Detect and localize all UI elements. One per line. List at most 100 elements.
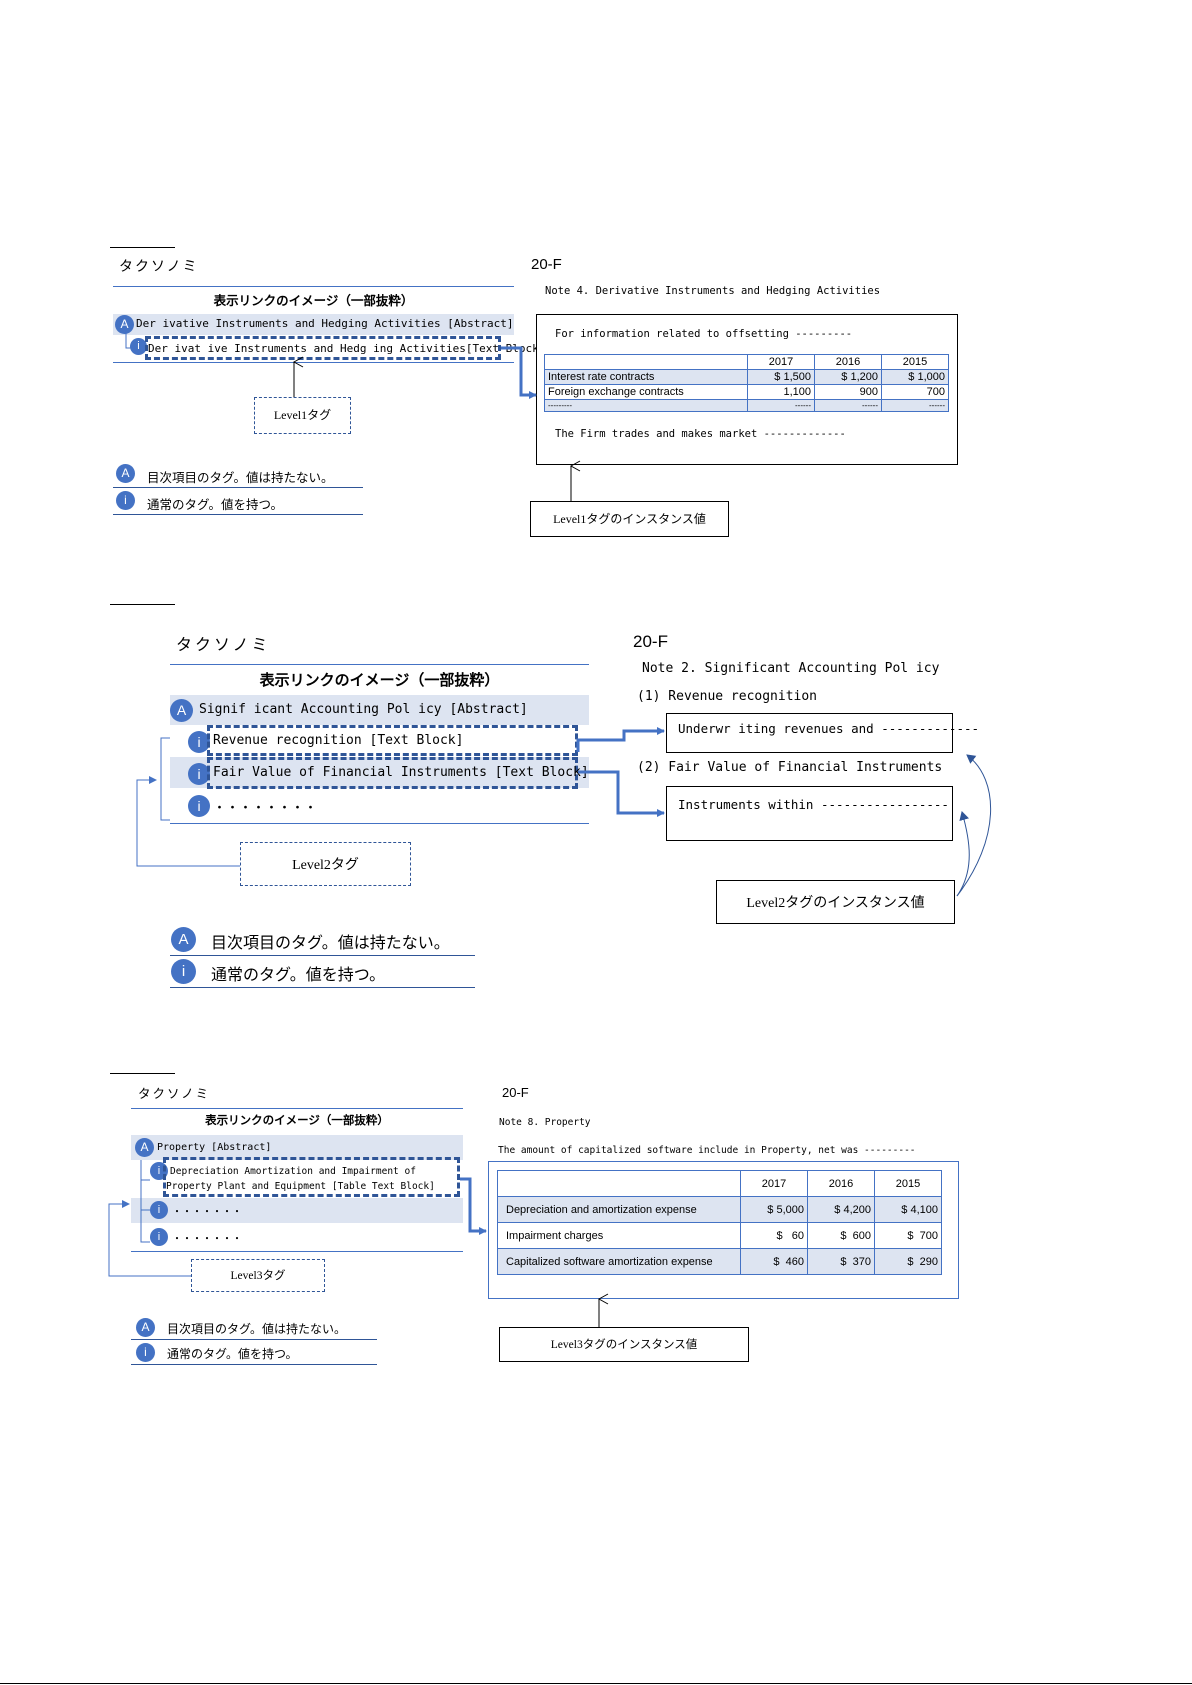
s1-row3-2015: ------	[881, 399, 949, 412]
s2-instance-arrows	[956, 754, 991, 897]
s2-level-tag: Level2タグ	[292, 858, 359, 873]
s1-legend-line-2	[113, 514, 363, 515]
s1-taxonomy-label: タクソノミ	[119, 259, 199, 275]
s3-legend-line-1	[131, 1339, 377, 1340]
s3-instance-label: Level3タグのインスタンス値	[550, 1339, 698, 1351]
s2-legend-abstract-icon: A	[171, 927, 196, 952]
s3-row2-label: Impairment charges	[497, 1222, 741, 1249]
s3-bottom-line	[131, 1251, 463, 1252]
s1-abstract-row	[113, 314, 514, 335]
s3-row1-2015: $ 4,100	[874, 1196, 942, 1223]
s1-bottom-line	[113, 362, 514, 363]
s2-link-arrow-1	[576, 727, 665, 752]
s3-level-tag: Level3タグ	[230, 1270, 286, 1282]
s3-row2-2016: $ 600	[807, 1222, 875, 1249]
s2-top-line	[170, 664, 589, 665]
s2-legend-line-2	[170, 987, 475, 988]
s3-row1-2016: $ 4,200	[807, 1196, 875, 1223]
s3-item2: ・・・・・・・	[172, 1207, 242, 1218]
s1-th-2015: 2015	[881, 354, 949, 370]
s1-doc-label: 20-F	[531, 256, 562, 273]
s1-row3-2017: ------	[747, 399, 815, 412]
s3-data-table: 2017 2016 2015 Depreciation and amortiza…	[497, 1170, 942, 1275]
s1-closing-text: The Firm trades and makes market -------…	[555, 428, 846, 440]
s1-intro-text: For information related to offsetting --…	[555, 328, 853, 340]
s2-box2-text: Instruments within -----------------	[678, 797, 949, 812]
s2-item3: ・・・・・・・・	[213, 801, 318, 816]
s2-doc-label: 20-F	[633, 632, 668, 651]
s2-abstract-icon: A	[170, 699, 193, 722]
s3-legend-item-icon: i	[136, 1343, 155, 1362]
s3-intro-text: The amount of capitalized software inclu…	[498, 1145, 916, 1156]
s3-item1-line2: Property Plant and Equipment [Table Text…	[166, 1181, 435, 1192]
s2-item3-icon: i	[188, 795, 210, 817]
s3-display-link-title: 表示リンクのイメージ（一部抜粋）	[205, 1113, 389, 1127]
s1-row1-2017: $ 1,500	[747, 369, 815, 385]
s3-row3-label: Capitalized software amortization expens…	[497, 1248, 741, 1275]
s3-legend-abstract-text: 目次項目のタグ。値は持たない。	[167, 1322, 347, 1336]
s3-top-line	[131, 1108, 463, 1109]
s2-instance-box	[716, 880, 955, 924]
s2-legend-line-1	[170, 955, 475, 956]
s1-level-tag: Level1タグ	[273, 408, 332, 422]
s3-legend-line-2	[131, 1364, 377, 1365]
s3-row1-2017: $ 5,000	[740, 1196, 808, 1223]
s1-row1-label: Interest rate contracts	[544, 369, 748, 385]
s2-display-link-title: 表示リンクのイメージ（一部抜粋）	[259, 671, 500, 689]
s1-row1-2016: $ 1,200	[814, 369, 882, 385]
s3-item3-icon: i	[150, 1228, 168, 1246]
s2-note-title: Note 2. Significant Accounting Pol icy	[642, 661, 940, 676]
s3-row1-label: Depreciation and amortization expense	[497, 1196, 741, 1223]
s2-legend-item-icon: i	[171, 959, 196, 984]
s1-display-link-title: 表示リンクのイメージ（一部抜粋）	[213, 293, 414, 308]
s2-taxonomy-label: タクソノミ	[176, 635, 271, 654]
s1-row3-2016: ------	[814, 399, 882, 412]
s3-legend-item-text: 通常のタグ。値を持つ。	[167, 1347, 298, 1361]
s1-link-arrow	[501, 346, 537, 399]
s1-abstract-item: Der ivative Instruments and Hedging Acti…	[136, 317, 514, 330]
s2-box1-text: Underwr iting revenues and -------------	[678, 721, 980, 736]
s2-box2	[666, 786, 953, 841]
s3-level-tag-box	[191, 1259, 325, 1292]
s3-item3: ・・・・・・・	[172, 1234, 242, 1245]
s1-row2-2015: 700	[881, 384, 949, 400]
s2-abstract-item: Signif icant Accounting Pol icy [Abstrac…	[199, 702, 528, 717]
s2-instance-label: Level2タグのインスタンス値	[746, 896, 925, 911]
s3-th-2017: 2017	[740, 1170, 808, 1197]
s3-doc-label: 20-F	[502, 1085, 529, 1100]
s1-item-icon: i	[130, 338, 147, 355]
section1-marker	[110, 247, 175, 248]
s3-row3-2015: $ 290	[874, 1248, 942, 1275]
s1-row2-2016: 900	[814, 384, 882, 400]
s2-item2-highlight	[207, 757, 578, 789]
s1-th-blank	[544, 354, 748, 370]
s1-row2-2017: 1,100	[747, 384, 815, 400]
s1-legend-line-1	[113, 487, 363, 488]
s3-row2-2015: $ 700	[874, 1222, 942, 1249]
s1-data-table: 2017 2016 2015 Interest rate contracts $…	[544, 354, 949, 412]
s2-link-arrow-2	[578, 770, 665, 817]
s3-abstract-row	[131, 1135, 463, 1160]
s1-top-line	[113, 286, 514, 287]
s2-item1: Revenue recognition [Text Block]	[213, 733, 464, 748]
s3-item2-icon: i	[150, 1201, 168, 1219]
s3-abstract-item: Property [Abstract]	[157, 1142, 272, 1153]
s3-row3-2017: $ 460	[740, 1248, 808, 1275]
s1-level1-highlight	[145, 336, 501, 360]
s3-taxonomy-label: タクソノミ	[138, 1086, 211, 1101]
s2-sub2: (2) Fair Value of Financial Instruments	[637, 760, 943, 775]
s3-row3-2016: $ 370	[807, 1248, 875, 1275]
s3-abstract-icon: A	[135, 1138, 154, 1157]
s2-bottom-line	[170, 823, 589, 824]
s2-abstract-row	[170, 695, 589, 725]
s3-th-2015: 2015	[874, 1170, 942, 1197]
s1-row3-label: ---------	[544, 399, 748, 412]
s2-box1	[666, 713, 953, 753]
s2-item2: Fair Value of Financial Instruments [Tex…	[213, 765, 589, 780]
s3-item1-highlight	[163, 1157, 460, 1197]
s1-legend-item-icon: i	[116, 491, 135, 510]
s2-item1-icon: i	[188, 731, 210, 753]
s1-legend-abstract-icon: A	[116, 464, 135, 483]
s1-th-2017: 2017	[747, 354, 815, 370]
section2-marker	[110, 604, 175, 605]
